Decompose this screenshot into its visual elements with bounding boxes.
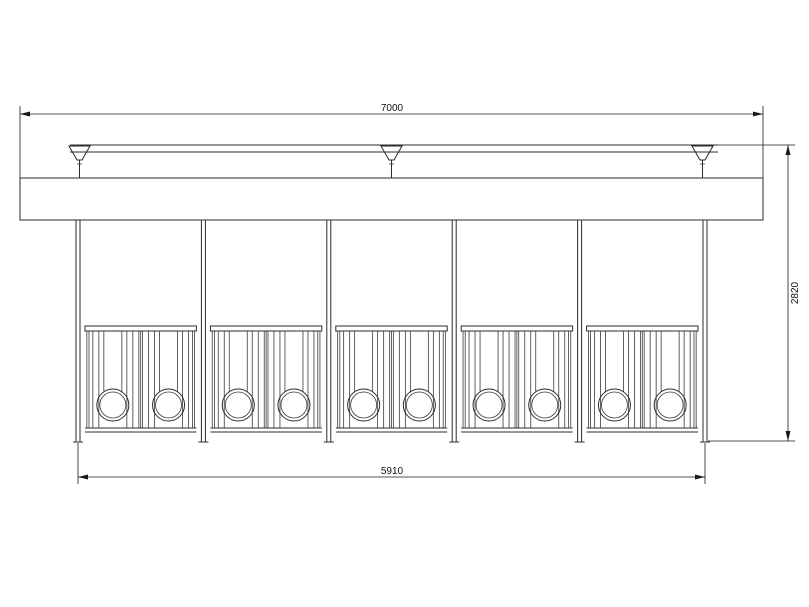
head-opening-ring (347, 388, 381, 422)
head-opening-ring-inner (405, 391, 433, 419)
overhead-feed-rail (70, 144, 718, 153)
head-opening-ring (221, 388, 255, 422)
stall-bays (73, 220, 710, 443)
gate-top-rail (586, 325, 699, 332)
feed-hopper (380, 145, 403, 178)
height-label: 2820 (790, 281, 801, 304)
head-opening-ring (653, 388, 687, 422)
overall-width-dimension: 7000 (19, 103, 764, 178)
head-opening-ring-inner (155, 391, 182, 419)
overall-width-label: 7000 (381, 103, 404, 114)
head-opening-ring-inner (280, 391, 308, 419)
head-opening-ring (402, 388, 436, 422)
head-opening-ring (277, 388, 311, 422)
feed-hopper (691, 145, 714, 178)
head-opening-ring (597, 388, 631, 422)
head-opening-ring-inner (601, 391, 628, 419)
frame-width-label: 5910 (381, 466, 404, 477)
head-opening-ring-inner (656, 391, 684, 419)
roof-fascia (19, 177, 764, 221)
head-opening-ring-inner (531, 391, 559, 419)
height-dimension: 2820 (708, 144, 801, 442)
head-opening-ring-inner (475, 391, 503, 419)
head-opening-ring-inner (350, 391, 378, 419)
head-opening-ring-inner (99, 391, 127, 419)
head-opening-ring-inner (224, 391, 252, 419)
gate-top-rail (460, 325, 574, 332)
head-opening-ring (472, 388, 506, 422)
gate-top-rail (84, 325, 197, 332)
head-opening-ring (96, 388, 130, 422)
gate-top-rail (209, 325, 323, 332)
head-opening-ring (152, 388, 186, 422)
frame-width-dimension: 5910 (77, 443, 706, 484)
head-opening-ring (528, 388, 562, 422)
feed-hopper (68, 145, 91, 178)
gate-top-rail (335, 325, 448, 332)
